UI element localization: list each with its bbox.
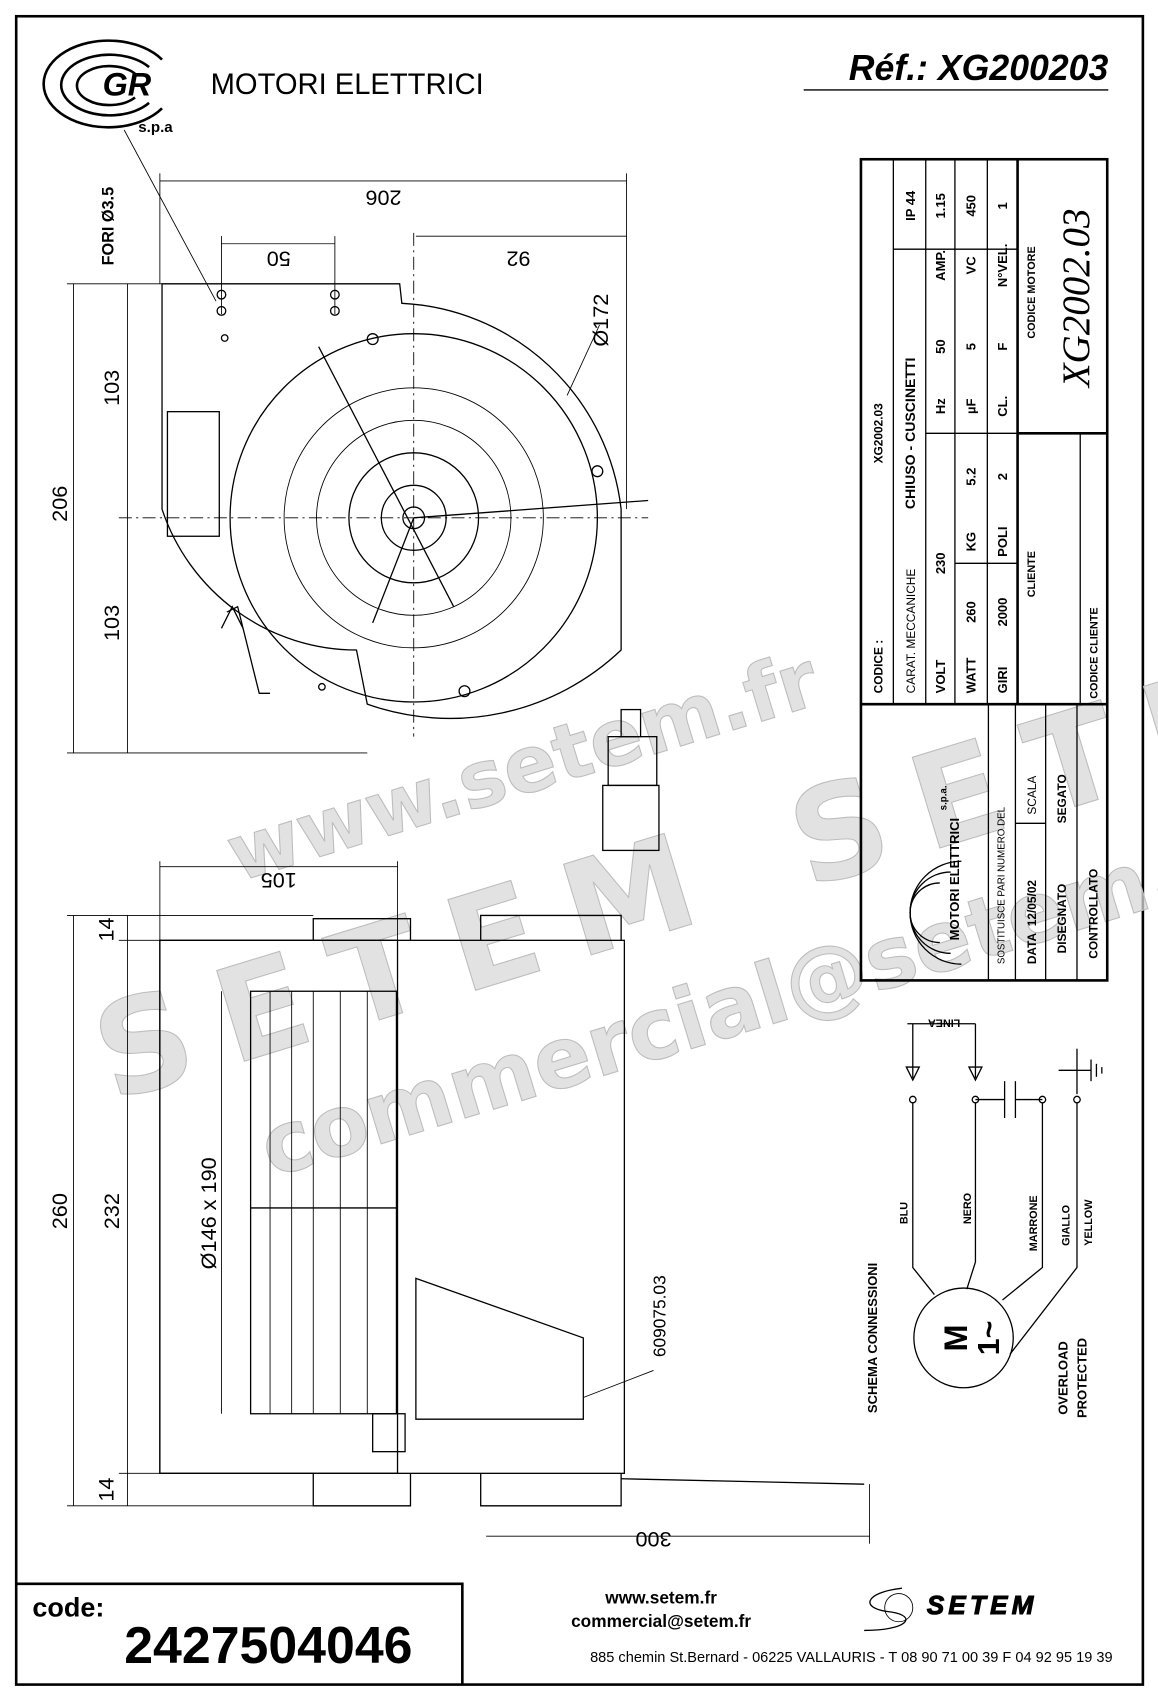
wire-marrone: MARRONE: [1028, 1195, 1040, 1251]
data-value: 12/05/02: [1025, 880, 1039, 927]
title-block: CODICE : XG2002.03 CARAT. MECCANICHE CHI…: [859, 157, 1109, 982]
dim-103-top: 103: [99, 370, 124, 406]
dim-206-width: 206: [365, 186, 401, 211]
code-label: code:: [32, 1592, 104, 1622]
carat-label: CARAT. MECCANICHE: [904, 569, 918, 694]
side-view-drawing: 105 14 260 232 14 Ø146 x 190 609075.03 3…: [47, 861, 871, 1552]
dim-50: 50: [267, 246, 291, 271]
ip-rating: IP 44: [903, 190, 918, 221]
spec-amp-label: AMP.: [933, 250, 948, 281]
gr-logo: GR s.p.a: [42, 39, 173, 136]
watermark: www.setem.fr SETEM SETEM commercial@sete…: [77, 582, 1158, 1197]
spec-volt-value: 230: [933, 552, 948, 574]
part-code: 609075.03: [649, 1275, 669, 1357]
brand-title: MOTORI ELETTRICI: [211, 69, 484, 101]
dim-92: 92: [506, 246, 530, 271]
setem-logo: SETEM: [864, 1587, 1038, 1632]
wire-nero: NERO: [962, 1193, 974, 1224]
linea-label: LINEA: [928, 1016, 961, 1028]
dim-holes: FORI Ø3.5: [99, 187, 117, 266]
spec-cl-label: CL.: [995, 396, 1010, 417]
footer-address: 885 chemin St.Bernard - 06225 VALLAURIS …: [590, 1650, 1113, 1666]
footer: code: 2427504046 www.setem.fr commercial…: [16, 1582, 1113, 1685]
segato-value: SEGATO: [1055, 774, 1069, 823]
codice-value: XG2002.03: [872, 403, 886, 464]
spec-uf-value: 5: [963, 343, 978, 350]
data-label: DATA: [1025, 932, 1039, 964]
cliente-label: CLIENTE: [1026, 551, 1038, 597]
title-block-logo: MOTORI ELETTRICI s.p.a.: [909, 785, 962, 965]
spec-cl-value: F: [995, 343, 1010, 351]
sostituisce-label: SOSTITUISCE PARI NUMERO DEL: [997, 806, 1008, 964]
spec-watt-label: WATT: [963, 657, 978, 693]
ground-icon: [1058, 1048, 1103, 1095]
sheet-border: [14, 14, 1145, 1686]
dim-wheel: Ø146 x 190: [196, 1157, 221, 1269]
dim-14-top: 14: [93, 917, 118, 941]
wire-giallo: GIALLO: [1060, 1205, 1072, 1246]
spec-amp-value: 1.15: [933, 193, 948, 218]
motor-phase: 1~: [973, 1321, 1006, 1356]
dim-232: 232: [99, 1193, 124, 1229]
spec-kg-label: KG: [963, 532, 978, 551]
dim-206-height: 206: [47, 486, 72, 522]
spec-poli-value: 2: [995, 473, 1010, 480]
spec-nvel-label: N°VEL.: [995, 244, 1010, 287]
spec-hz-value: 50: [933, 339, 948, 353]
codice-motore-label: CODICE MOTORE: [1026, 246, 1038, 338]
spec-uf-label: µF: [963, 398, 978, 413]
reference-number: Réf.: XG200203: [849, 48, 1109, 88]
disegnato-label: DISEGNATO: [1055, 884, 1069, 954]
wire-blu: BLU: [898, 1202, 910, 1224]
wiring-schematic: LINEA BLU NERO MARRONE GIALLO YELLOW M 1…: [865, 1016, 1103, 1418]
spec-vc-value: 450: [963, 195, 978, 217]
svg-text:s.p.a.: s.p.a.: [938, 785, 949, 810]
dim-105: 105: [261, 868, 297, 893]
spec-vc-label: VC: [963, 256, 978, 275]
svg-text:MOTORI ELETTRICI: MOTORI ELETTRICI: [947, 818, 962, 940]
scala-label: SCALA: [1025, 776, 1039, 815]
codice-cliente-label: CODICE CLIENTE: [1089, 607, 1101, 698]
spec-poli-label: POLI: [995, 527, 1010, 557]
spec-hz-label: Hz: [933, 398, 948, 414]
dim-103-bottom: 103: [99, 605, 124, 641]
capacitor-icon: [975, 1081, 1043, 1118]
motor-symbol: [913, 1287, 1014, 1389]
svg-text:GR: GR: [103, 66, 152, 102]
code-value: 2427504046: [124, 1617, 412, 1675]
spec-nvel-value: 1: [995, 202, 1010, 209]
dim-260: 260: [47, 1193, 72, 1229]
dim-172-diameter: Ø172: [588, 294, 613, 347]
codice-label: CODICE :: [872, 640, 886, 694]
motor-label: M: [938, 1324, 974, 1351]
codice-motore-value: XG2002.03: [1055, 209, 1098, 390]
controllato-label: CONTROLLATO: [1087, 869, 1101, 959]
protected-label: PROTECTED: [1075, 1338, 1090, 1418]
overload-label: OVERLOAD: [1055, 1341, 1070, 1415]
spec-giri-label: GIRI: [995, 667, 1010, 694]
dim-300: 300: [636, 1527, 672, 1552]
footer-website[interactable]: www.setem.fr: [604, 1587, 717, 1607]
svg-text:SETEM: SETEM: [927, 1590, 1038, 1620]
schema-title: SCHEMA CONNESSIONI: [865, 1263, 880, 1413]
wire-yellow: YELLOW: [1083, 1199, 1095, 1246]
spec-giri-value: 2000: [995, 598, 1010, 627]
top-view-drawing: 206 50 92 Ø172 FORI Ø3.5 206 103 103: [47, 129, 660, 852]
footer-email[interactable]: commercial@setem.fr: [571, 1611, 751, 1631]
svg-text:s.p.a: s.p.a: [138, 119, 173, 136]
carat-value: CHIUSO - CUSCINETTI: [902, 358, 918, 510]
spec-volt-label: VOLT: [933, 660, 948, 694]
dim-14-bottom: 14: [93, 1478, 118, 1502]
spec-kg-value: 5.2: [963, 468, 978, 486]
spec-watt-value: 260: [963, 601, 978, 623]
